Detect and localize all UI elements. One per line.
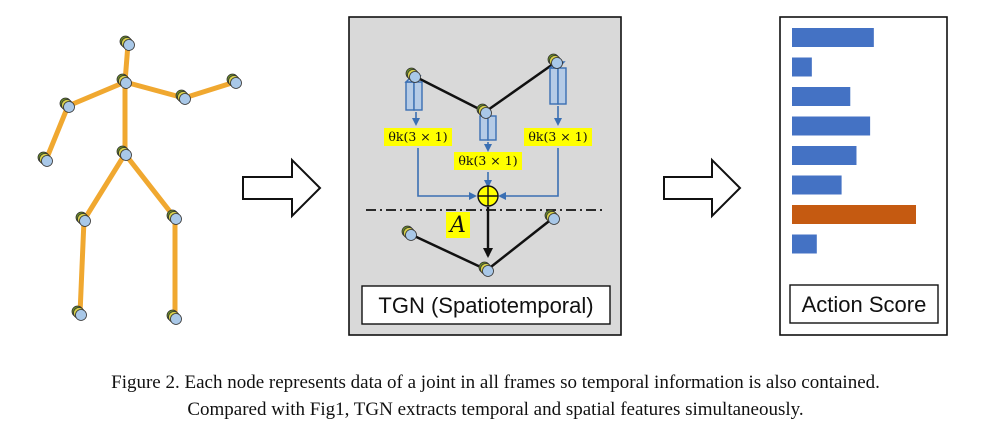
score-bar	[792, 57, 812, 77]
caption-line-2: Compared with Fig1, TGN extracts tempora…	[187, 399, 804, 420]
score-bars	[792, 28, 916, 254]
flow-arrow-1	[242, 157, 322, 219]
score-bar	[792, 28, 874, 47]
theta-label-left: θk(3 × 1)	[388, 129, 447, 144]
tgn-label: TGN (Spatiotemporal)	[378, 293, 593, 318]
adjacency-label: A	[448, 213, 466, 238]
score-bar	[792, 146, 857, 165]
action-score-panel: Action Score	[779, 16, 948, 336]
flow-arrow-2	[663, 157, 742, 219]
theta-label-right: θk(3 × 1)	[528, 129, 587, 144]
theta-label-center: θk(3 × 1)	[458, 153, 517, 168]
sum-node	[477, 185, 499, 207]
tgn-panel: θk(3 × 1) θk(3 × 1) θk(3 × 1) A	[348, 16, 622, 336]
score-bar	[792, 87, 851, 106]
caption-line-1: Figure 2. Each node represents data of a…	[111, 372, 880, 393]
action-score-label: Action Score	[802, 292, 927, 317]
score-bar	[792, 116, 871, 136]
skeleton	[37, 35, 242, 325]
score-bar-top	[792, 205, 916, 224]
score-bar	[792, 234, 817, 254]
score-bar	[792, 175, 842, 195]
skeleton-joints	[37, 35, 242, 325]
